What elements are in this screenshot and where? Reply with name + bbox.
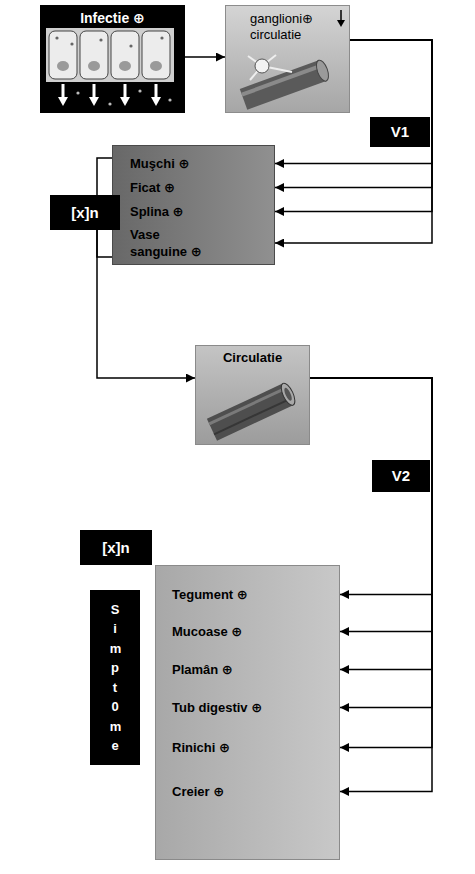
cell	[111, 31, 139, 79]
connector	[97, 230, 112, 257]
entry-arrow-head	[89, 97, 99, 106]
node-text: Circulatie	[196, 350, 309, 366]
infection-box: Infectie ⊕	[40, 5, 185, 113]
entry-arrow-head	[120, 97, 130, 106]
pathogen-dot	[99, 38, 102, 41]
neuron-branch	[262, 66, 292, 72]
cell-nucleus	[88, 61, 100, 71]
vessel-stripe	[214, 398, 291, 435]
vessel-figure	[240, 59, 331, 110]
vessel-body	[207, 383, 293, 440]
symptoms-band: Simpt0me	[90, 590, 140, 765]
cell-nucleus	[119, 61, 131, 71]
cell	[142, 31, 170, 79]
label-box: V2	[372, 460, 430, 492]
cell	[49, 31, 77, 79]
vessel-end	[278, 381, 297, 407]
vessel-body	[240, 60, 326, 109]
vessel-lumen	[283, 387, 293, 402]
node-text: [x]n	[102, 539, 130, 557]
label-text: V1	[391, 123, 409, 141]
down-arrow	[340, 10, 342, 21]
cell-nucleus	[150, 61, 162, 71]
multiplier-box: [x]n	[50, 195, 120, 230]
entry-arrow-head	[58, 97, 68, 106]
node-text: Mucoase ⊕	[172, 623, 332, 640]
tissue-band	[46, 28, 174, 82]
entry-arrow	[155, 84, 158, 98]
node-text: Muşchi ⊕	[130, 155, 218, 172]
node-text: Infectie ⊕	[41, 10, 184, 27]
epithelium-illustration	[46, 28, 174, 106]
node-text: Plamân ⊕	[172, 661, 332, 678]
pathogen-dot	[160, 36, 163, 39]
label-box: V1	[370, 117, 430, 147]
pathogen-dot	[168, 98, 171, 101]
connector	[97, 158, 112, 195]
label-text: V2	[392, 467, 410, 485]
pathogen-dot	[55, 36, 58, 39]
node-text: Ficat ⊕	[130, 179, 218, 196]
entry-arrow	[124, 84, 127, 98]
cell	[80, 31, 108, 79]
blood-vessel-illustration	[207, 381, 298, 440]
pathogen-dot	[129, 44, 132, 47]
entry-arrow	[93, 84, 96, 98]
organ-group-box: Muşchi ⊕ Ficat ⊕ Splina ⊕ Vase sanguine ⊕	[112, 145, 275, 265]
node-text: [x]n	[71, 204, 99, 222]
connector	[185, 56, 225, 58]
node-text: Tegument ⊕	[172, 586, 332, 603]
vessel-stripe	[209, 387, 286, 425]
node-text: Tub digestiv ⊕	[172, 699, 332, 716]
vertical-label: Simpt0me	[110, 600, 120, 756]
node-text: ganglioni⊕ circulatie	[250, 11, 340, 43]
cell-nucleus	[57, 61, 69, 71]
connector	[310, 378, 432, 595]
node-text: Vase sanguine ⊕	[130, 226, 218, 260]
multiplier-box: [x]n	[80, 530, 152, 565]
neuron-branch	[248, 56, 262, 66]
neuron-branch	[262, 55, 276, 66]
vessel-highlight	[241, 64, 321, 96]
pathogen-dot	[70, 42, 73, 45]
circulation-box: Circulatie	[195, 345, 310, 445]
lymph-circulation-box: ganglioni⊕ circulatie	[225, 5, 350, 113]
node-text: Rinichi ⊕	[172, 739, 332, 756]
neuron-branch	[250, 66, 262, 80]
pathogen-dot	[138, 89, 141, 92]
node-text: Creier ⊕	[172, 783, 332, 800]
node-text: Splina ⊕	[130, 203, 218, 220]
lymph-node-illustration	[240, 10, 345, 110]
neuron-body	[255, 59, 269, 73]
pathogen-dot	[76, 91, 79, 94]
organ-group-box: Tegument ⊕ Mucoase ⊕ Plamân ⊕ Tub digestiv …	[155, 565, 340, 860]
vessel-end	[314, 59, 331, 83]
entry-arrow-head	[151, 97, 161, 106]
pathogen-dot	[108, 102, 111, 105]
down-arrow-head	[337, 20, 345, 27]
entry-arrow	[62, 84, 65, 98]
